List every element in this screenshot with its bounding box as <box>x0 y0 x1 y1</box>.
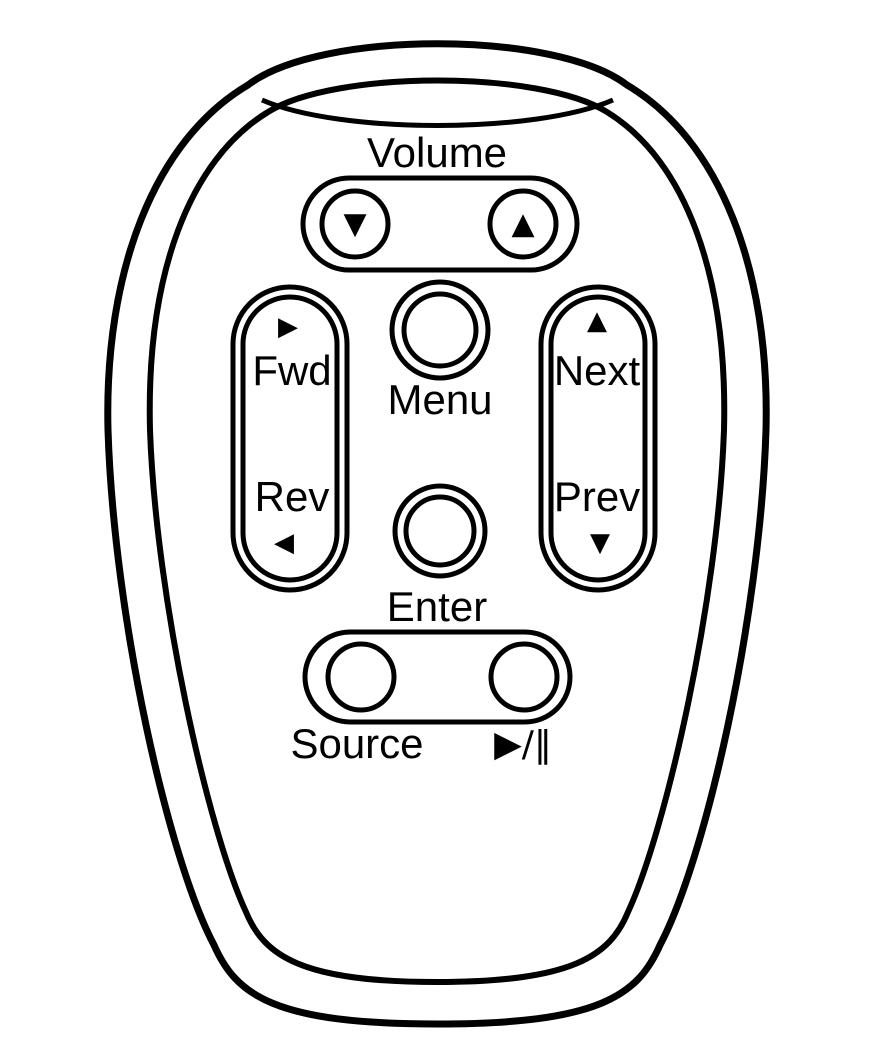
fwd-rev-rocker-outline <box>230 284 350 593</box>
next-prev-rocker-outline <box>538 284 658 593</box>
source-label: Source <box>290 720 423 767</box>
rev-icon: ◀ <box>274 528 294 558</box>
next-prev-rocker: ▲ Next Prev ▼ <box>538 284 658 593</box>
volume-label: Volume <box>367 129 507 176</box>
volume-down-icon: ▼ <box>343 207 366 242</box>
next-icon: ▲ <box>587 306 607 336</box>
menu-button-group: Menu <box>387 279 493 423</box>
fwd-label: Fwd <box>252 347 331 394</box>
source-button[interactable] <box>325 641 397 713</box>
volume-rocker-body <box>300 175 580 273</box>
fwd-icon: ▶ <box>278 312 298 342</box>
menu-button[interactable] <box>389 279 491 381</box>
fwd-rev-rocker-body[interactable] <box>240 294 340 583</box>
volume-up-icon: ▲ <box>511 207 534 242</box>
prev-label: Prev <box>554 473 640 520</box>
menu-label: Menu <box>387 376 492 423</box>
volume-down-button[interactable] <box>319 188 391 260</box>
rev-label: Rev <box>255 473 330 520</box>
play-pause-button[interactable] <box>488 641 560 713</box>
play-pause-icon: ▶/‖ <box>494 724 552 765</box>
next-prev-rocker-body[interactable] <box>548 294 648 583</box>
enter-button-group: Enter <box>387 483 488 630</box>
enter-button[interactable] <box>392 483 488 579</box>
next-label: Next <box>554 347 641 394</box>
volume-up-button[interactable] <box>487 188 559 260</box>
bottom-row-body <box>302 629 573 725</box>
volume-rocker: Volume ▼ ▲ <box>300 129 580 273</box>
enter-label: Enter <box>387 583 487 630</box>
menu-button-inner-ring <box>401 291 479 369</box>
prev-icon: ▼ <box>590 528 610 558</box>
fwd-rev-rocker: ▶ Fwd Rev ◀ <box>230 284 350 593</box>
bottom-button-row: Source ▶/‖ <box>290 629 573 767</box>
enter-button-inner-ring <box>403 494 477 568</box>
remote-body-inner-outline <box>146 77 728 986</box>
remote-top-edge-curve <box>261 97 614 128</box>
remote-body-outline <box>104 40 770 1028</box>
